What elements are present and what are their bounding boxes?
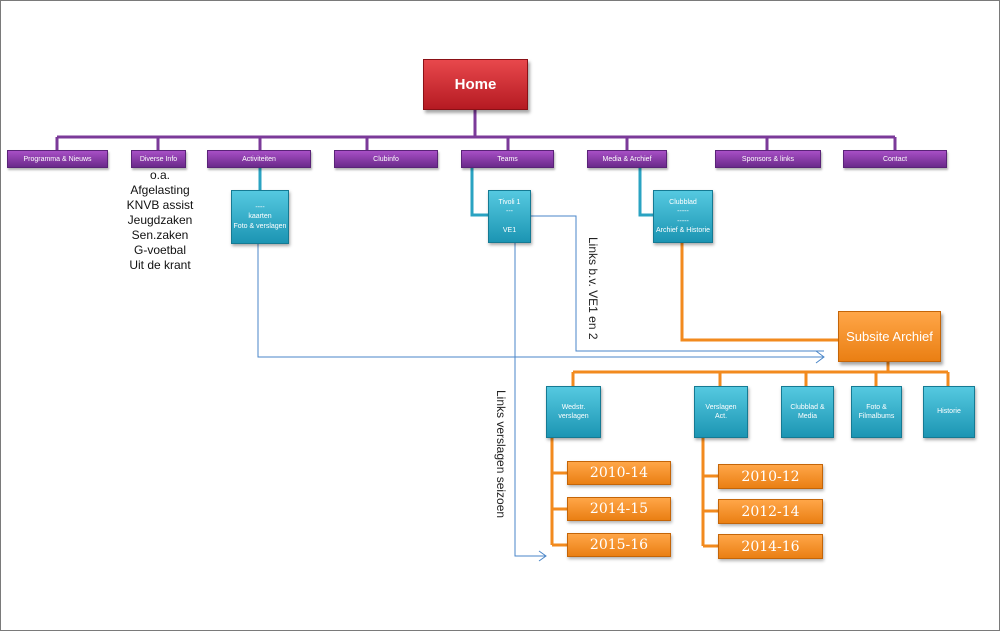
box-line: ----	[255, 203, 265, 211]
box-line: Historie	[937, 408, 961, 416]
subsite-archief-box: Subsite Archief	[838, 311, 941, 362]
season-box: 2010-14	[567, 461, 671, 485]
box-line: kaarten	[248, 213, 272, 221]
nav-activiteiten: Activiteiten	[207, 150, 311, 168]
box-line: Foto & verslagen	[233, 222, 287, 230]
box-line: Wedstr.	[561, 403, 586, 411]
season-box: 2010-12	[718, 464, 823, 489]
nav-teams: Teams	[461, 150, 554, 168]
purple-connectors	[55, 110, 897, 150]
nav-label: Contact	[882, 155, 908, 163]
season-label: 2012-14	[741, 503, 800, 520]
season-label: 2010-14	[589, 465, 649, 481]
box-line: Filmalbums	[858, 413, 895, 420]
box-line: Clubblad &	[790, 403, 825, 411]
list-item: Afgelasting	[130, 183, 190, 197]
nav-label: Clubinfo	[373, 155, 399, 163]
season-label: 2010-12	[741, 468, 800, 485]
box-line: verslagen	[558, 413, 589, 420]
season-box: 2014-16	[718, 534, 823, 559]
season-label: 2014-15	[589, 501, 649, 517]
nav-sponsors-links: Sponsors & links	[715, 150, 821, 168]
season-label: 2014-16	[741, 538, 800, 555]
box-line: Archief & Historie	[655, 226, 711, 234]
season-box: 2014-15	[567, 497, 671, 521]
activiteiten-box: ---- kaarten Foto & verslagen	[231, 190, 289, 244]
box-line: -----	[677, 208, 689, 216]
box-line: Verslagen	[705, 403, 737, 411]
list-item: G-voetbal	[133, 243, 187, 257]
home-box: Home	[423, 59, 528, 110]
nav-programma-nieuws: Programma & Nieuws	[7, 150, 108, 168]
season-box: 2015-16	[567, 533, 671, 557]
nav-diverse-info: Diverse Info	[131, 150, 186, 168]
season-box: 2012-14	[718, 499, 823, 524]
box-line: Clubblad	[669, 198, 697, 206]
list-item: Jeugdzaken	[127, 213, 193, 227]
annotation-links-ve: Links b.v. VE1 en 2	[586, 237, 600, 340]
box-line: -----	[677, 217, 689, 225]
nav-label: Activiteiten	[242, 155, 276, 163]
historie-box: Historie	[923, 386, 975, 438]
box-line: Media	[797, 413, 818, 420]
list-item: KNVB assist	[126, 198, 194, 212]
wedstr-verslagen-box: Wedstr. verslagen	[546, 386, 601, 438]
box-line: Act.	[714, 413, 728, 420]
nav-label: Programma & Nieuws	[23, 155, 92, 163]
subsite-label: Subsite Archief	[846, 329, 933, 344]
box-line: Foto &	[866, 403, 887, 411]
verslagen-act-box: Verslagen Act.	[694, 386, 748, 438]
list-item: Sen.zaken	[131, 228, 189, 242]
box-line: Tivoli 1	[498, 198, 521, 206]
nav-label: Media & Archief	[602, 155, 652, 163]
box-line: ---	[506, 208, 513, 216]
foto-filmalbums-box: Foto & Filmalbums	[851, 386, 902, 438]
home-label: Home	[454, 76, 497, 93]
nav-media-archief: Media & Archief	[587, 150, 667, 168]
annotation-links-seizoen: Links verslagen seizoen	[494, 390, 508, 519]
clubblad-media-box: Clubblad & Media	[781, 386, 834, 438]
nav-clubinfo: Clubinfo	[334, 150, 438, 168]
teal-connectors	[258, 168, 655, 217]
nav-label: Sponsors & links	[741, 155, 795, 163]
season-label: 2015-16	[589, 537, 649, 553]
nav-label: Diverse Info	[139, 155, 178, 163]
teams-box: Tivoli 1 --- VE1	[488, 190, 531, 243]
box-line: VE1	[502, 226, 517, 234]
blue-arrows	[257, 215, 825, 562]
list-item: o.a.	[149, 168, 170, 182]
nav-label: Teams	[497, 155, 518, 163]
nav-contact: Contact	[843, 150, 947, 168]
list-item: Uit de krant	[129, 258, 191, 272]
orange-connectors	[550, 243, 950, 548]
diverse-info-list: o.a. Afgelasting KNVB assist Jeugdzaken …	[100, 168, 220, 273]
media-archief-box: Clubblad ----- ----- Archief & Historie	[653, 190, 713, 243]
